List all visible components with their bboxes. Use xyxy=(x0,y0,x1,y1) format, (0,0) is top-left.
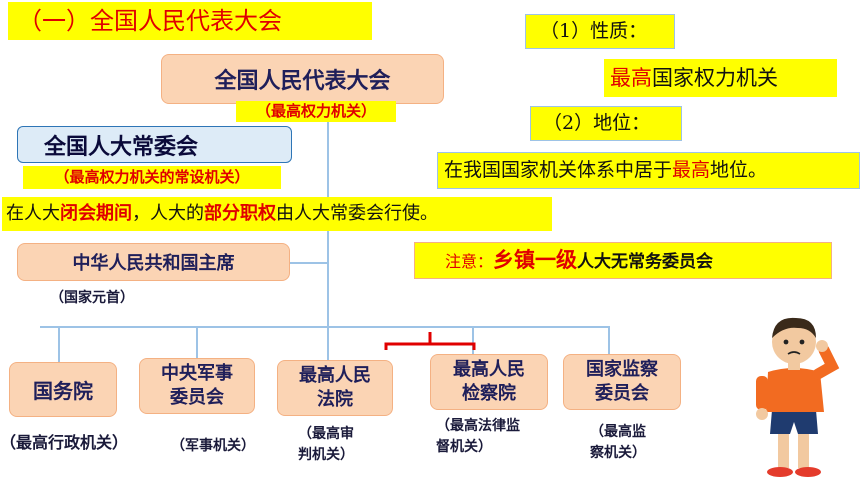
connector-horizontal xyxy=(40,326,610,328)
connector-drop-2 xyxy=(196,326,198,358)
organ-note: （最高法律监 督机关） xyxy=(436,416,556,460)
npc-note: （最高权力机关） xyxy=(236,101,396,122)
president-box: 中华人民共和国主席 xyxy=(17,243,290,281)
connector-drop-4 xyxy=(472,326,474,354)
organ-title: 国务院 xyxy=(33,379,93,403)
standing-committee-note: （最高权力机关的常设机关） xyxy=(23,166,281,189)
organ-note-line1: （最高审 xyxy=(298,426,354,442)
closed-session-p2: 闭会期间 xyxy=(60,203,132,224)
organ-box-military-commission: 中央军事 委员会 xyxy=(139,358,255,414)
president-title: 中华人民共和国主席 xyxy=(72,253,235,274)
nature-value-rest: 国家权力机关 xyxy=(652,66,778,90)
nature-value: 最高国家权力机关 xyxy=(604,59,837,97)
position-label: （2）地位： xyxy=(530,106,682,141)
nature-value-highlight: 最高 xyxy=(610,66,652,90)
nature-label: （1）性质： xyxy=(525,14,675,49)
standing-committee-title: 全国人大常委会 xyxy=(44,134,199,160)
npc-title: 全国人民代表大会 xyxy=(214,69,391,94)
attention-note: 注意：乡镇一级人大无常务委员会 xyxy=(414,242,832,279)
closed-session-p5: 由人大常委会行使。 xyxy=(276,203,438,224)
attention-prefix: 注意： xyxy=(445,252,494,271)
npc-box: 全国人民代表大会 xyxy=(161,54,444,104)
organ-title-line2: 检察院 xyxy=(462,383,516,404)
organ-box-supervisory-commission: 国家监察 委员会 xyxy=(563,354,681,410)
attention-rest: 人大无常务委员会 xyxy=(577,252,714,272)
closed-session-statement: 在人大闭会期间，人大的部分职权由人大常委会行使。 xyxy=(2,197,552,231)
organ-note: （最高行政机关） xyxy=(0,433,129,452)
organ-note-line1: （最高法律监 xyxy=(436,418,520,434)
organ-title-line1: 国家监察 xyxy=(586,359,658,380)
section-heading: （一）全国人民代表大会 xyxy=(8,2,372,40)
president-note: （国家元首） xyxy=(50,290,134,306)
organ-note-line2: 察机关） xyxy=(590,445,646,461)
organ-title-line2: 法院 xyxy=(317,389,353,410)
organ-box-supreme-court: 最高人民 法院 xyxy=(277,360,393,416)
organ-note-line2: 判机关） xyxy=(298,447,354,463)
closed-session-p4: 部分职权 xyxy=(204,203,276,224)
position-value-highlight: 最高 xyxy=(672,159,711,181)
standing-committee-box: 全国人大常委会 xyxy=(17,126,292,163)
attention-highlight: 乡镇一级 xyxy=(493,248,578,272)
connector-to-president xyxy=(290,262,328,264)
organ-box-state-council: 国务院 xyxy=(9,362,117,417)
organ-title-line1: 最高人民 xyxy=(453,359,525,380)
organ-title-line1: 中央军事 xyxy=(161,363,233,384)
organ-note: （最高监 察机关） xyxy=(590,422,690,466)
closed-session-p1: 在人大 xyxy=(6,203,60,224)
closed-session-p3: ，人大的 xyxy=(132,203,204,224)
organ-note: （最高审 判机关） xyxy=(298,424,398,468)
organ-note: （军事机关） xyxy=(171,438,255,454)
organ-note-line2: 督机关） xyxy=(436,439,492,455)
position-value-p1: 在我国国家机关体系中居于 xyxy=(444,159,673,181)
connector-drop-3 xyxy=(327,326,329,360)
organ-title-line1: 最高人民 xyxy=(299,365,371,386)
connector-drop-1 xyxy=(58,326,60,362)
organ-box-procuratorate: 最高人民 检察院 xyxy=(430,354,548,410)
connector-drop-5 xyxy=(608,326,610,354)
organ-note-line1: （最高监 xyxy=(590,424,646,440)
position-value: 在我国国家机关体系中居于最高地位。 xyxy=(437,152,860,189)
position-value-p3: 地位。 xyxy=(710,159,768,181)
organ-title-line2: 委员会 xyxy=(170,387,224,408)
thinking-boy-illustration xyxy=(740,310,850,484)
organ-title-line2: 委员会 xyxy=(595,383,649,404)
supervision-bracket xyxy=(384,330,476,350)
